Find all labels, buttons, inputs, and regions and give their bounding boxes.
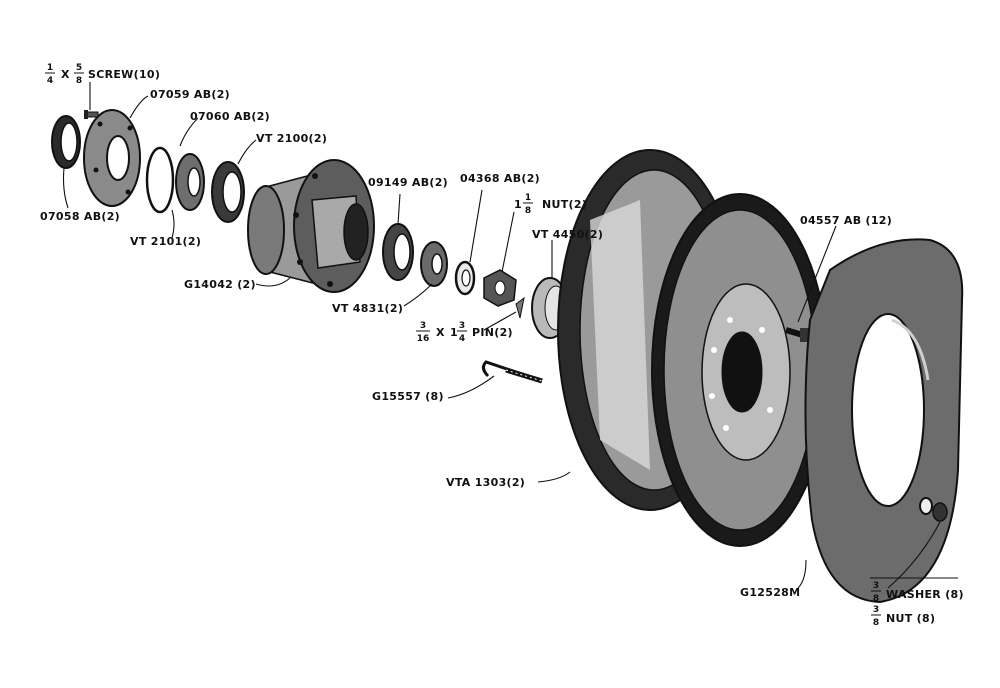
- part-07059-plate: [83, 109, 141, 207]
- svg-text:5: 5: [76, 63, 82, 73]
- svg-text:NUT(2): NUT(2): [542, 198, 587, 211]
- label-04368: 04368 AB(2): [460, 172, 540, 185]
- svg-text:16: 16: [417, 334, 430, 344]
- svg-text:8: 8: [76, 76, 82, 86]
- label-vt2101: VT 2101(2): [130, 235, 201, 248]
- label-04557: 04557 AB (12): [800, 214, 892, 227]
- label-nut-1-1-8: 1 1 8 NUT(2): [514, 193, 587, 216]
- part-g12528m-weight: [804, 238, 964, 604]
- svg-text:3: 3: [420, 321, 426, 331]
- label-vt4831: VT 4831(2): [332, 302, 403, 315]
- part-cotter-pin: [515, 296, 525, 319]
- svg-text:X: X: [436, 326, 445, 339]
- svg-text:8: 8: [873, 594, 879, 604]
- svg-text:8: 8: [525, 206, 531, 216]
- label-pin: 3 16 X 1 3 4 PIN(2): [416, 321, 513, 344]
- part-vt2100-cup: [211, 161, 245, 223]
- svg-text:PIN(2): PIN(2): [472, 326, 513, 339]
- svg-text:3: 3: [873, 581, 879, 591]
- part-castle-nut: [483, 269, 517, 307]
- svg-text:8: 8: [873, 618, 879, 628]
- label-nut-3-8: 3 8 NUT (8): [871, 605, 935, 628]
- label-g12528m: G12528M: [740, 586, 800, 599]
- label-g14042: G14042 (2): [184, 278, 256, 291]
- part-04557-bolt: [785, 327, 810, 342]
- label-screw: 1 4 X 5 8 SCREW(10): [45, 63, 160, 86]
- svg-text:1: 1: [514, 198, 522, 211]
- svg-text:1: 1: [450, 326, 458, 339]
- svg-text:SCREW(10): SCREW(10): [88, 68, 160, 81]
- label-washer: 3 8 WASHER (8): [871, 581, 964, 604]
- svg-text:1: 1: [525, 193, 531, 203]
- svg-text:NUT (8): NUT (8): [886, 612, 935, 625]
- svg-text:4: 4: [459, 334, 465, 344]
- svg-text:WASHER (8): WASHER (8): [886, 588, 964, 601]
- part-04368-washer: [454, 260, 476, 296]
- part-screw: [84, 110, 99, 119]
- part-vta1303-rim: [557, 149, 829, 547]
- part-washer-nut: [919, 497, 948, 522]
- label-09149: 09149 AB(2): [368, 176, 448, 189]
- part-09149-cup: [382, 223, 414, 281]
- label-g15557: G15557 (8): [372, 390, 444, 403]
- svg-text:3: 3: [873, 605, 879, 615]
- part-g15557-bolt: [481, 360, 543, 384]
- part-vt4831-cone: [420, 241, 448, 287]
- part-g14042-hub: [247, 159, 375, 293]
- label-07059: 07059 AB(2): [150, 88, 230, 101]
- label-vt4450: VT 4450(2): [532, 228, 603, 241]
- label-07058: 07058 AB(2): [40, 210, 120, 223]
- svg-text:3: 3: [459, 321, 465, 331]
- label-vt2100: VT 2100(2): [256, 132, 327, 145]
- part-vt2101-cone: [145, 146, 205, 214]
- svg-text:1: 1: [47, 63, 53, 73]
- leader-lines: [62, 82, 958, 589]
- svg-text:4: 4: [47, 76, 53, 86]
- svg-text:X: X: [61, 68, 70, 81]
- label-vta1303: VTA 1303(2): [446, 476, 525, 489]
- part-07058-seal: [51, 115, 81, 169]
- label-07060: 07060 AB(2): [190, 110, 270, 123]
